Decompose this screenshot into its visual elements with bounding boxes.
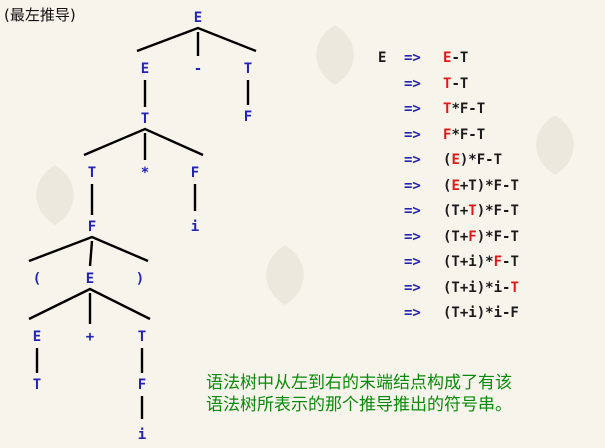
tree-edge <box>88 240 94 267</box>
sentential-form: (T+i)*i-F <box>443 305 519 321</box>
tree-node: E <box>86 271 94 287</box>
derive-arrow: => <box>404 279 421 296</box>
page-title: (最左推导) <box>4 6 76 24</box>
tree-node: T <box>88 165 96 181</box>
derive-arrow: => <box>404 50 421 66</box>
derive-arrow: => <box>404 101 421 117</box>
leftmost-nonterminal: F <box>443 126 452 143</box>
derivation-start-symbol: E <box>378 50 387 66</box>
tree-node: F <box>88 219 96 235</box>
tree-node: - <box>194 61 202 77</box>
derive-arrow: => <box>404 75 421 92</box>
tree-node: ( <box>33 271 41 287</box>
leftmost-nonterminal: T <box>468 203 477 219</box>
leftmost-nonterminal: T <box>510 279 519 296</box>
tree-node: ) <box>136 271 144 287</box>
sentential-form: (T+T)*F-T <box>443 203 519 219</box>
sentential-form: T*F-T <box>443 101 486 117</box>
sentential-form: E-T <box>443 50 469 66</box>
caption-line-1: 语法树中从左到右的末端结点构成了有该 <box>206 373 512 393</box>
leaf-decoration-icon <box>266 245 304 305</box>
caption: 语法树中从左到右的末端结点构成了有该 语法树所表示的那个推导推出的符号串。 <box>206 372 512 416</box>
tree-edge <box>83 127 204 157</box>
sentential-form: (T+i)*F-T <box>443 254 519 270</box>
leftmost-nonterminal: T <box>443 75 452 92</box>
caption-line-2: 语法树所表示的那个推导推出的符号串。 <box>206 395 512 415</box>
tree-node: F <box>191 165 199 181</box>
tree-node: E <box>141 61 149 77</box>
tree-edge <box>28 287 151 321</box>
leftmost-nonterminal: F <box>493 254 503 270</box>
tree-node: T <box>138 329 146 345</box>
leftmost-nonterminal: E <box>443 50 452 66</box>
leftmost-nonterminal: F <box>468 228 477 245</box>
sentential-form: (T+i)*i-T <box>443 279 519 296</box>
derive-arrow: => <box>404 152 421 168</box>
derive-arrow: => <box>404 126 421 143</box>
tree-node: F <box>244 109 252 125</box>
tree-node: T <box>141 111 149 127</box>
tree-node: F <box>138 377 146 393</box>
tree-node: i <box>138 427 146 443</box>
sentential-form: F*F-T <box>443 126 486 143</box>
tree-node: * <box>141 165 149 181</box>
derive-arrow: => <box>404 177 421 194</box>
sentential-form: (T+F)*F-T <box>443 228 519 245</box>
tree-node: + <box>86 329 94 345</box>
leftmost-nonterminal: E <box>451 177 460 194</box>
derive-arrow: => <box>404 305 421 321</box>
tree-node: E <box>194 10 202 26</box>
tree-node: E <box>33 329 41 345</box>
tree-edge <box>28 235 149 263</box>
sentential-form: (E)*F-T <box>443 152 503 168</box>
derive-arrow: => <box>404 254 421 270</box>
leaf-decoration-icon <box>36 165 74 225</box>
sentential-form: T-T <box>443 75 469 92</box>
derive-arrow: => <box>404 203 421 219</box>
leftmost-nonterminal: E <box>451 152 460 168</box>
tree-node: i <box>191 219 199 235</box>
tree-node: T <box>244 61 252 77</box>
leaf-decoration-icon <box>316 25 354 85</box>
leaf-decoration-icon <box>536 115 574 175</box>
leftmost-nonterminal: T <box>443 101 452 117</box>
tree-node: T <box>33 377 41 393</box>
derive-arrow: => <box>404 228 421 245</box>
sentential-form: (E+T)*F-T <box>443 177 519 194</box>
tree-edge <box>136 26 257 53</box>
